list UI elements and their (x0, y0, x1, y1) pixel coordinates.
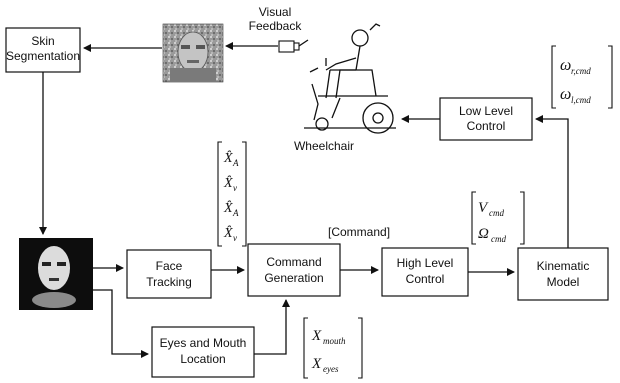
visual-feedback-line2: Feedback (249, 19, 303, 33)
state-x-hat-2: X̂ (223, 175, 233, 191)
arrow-kinematic-to-low (535, 115, 569, 248)
omega-l-symbol: ω (560, 86, 571, 103)
high-level-control-block: High Level Control (381, 247, 469, 297)
state-subscript-1: A (232, 158, 239, 168)
omega-cmd-subscript: cmd (491, 234, 506, 244)
state-x-hat-4: X̂ (223, 225, 233, 241)
face-tracking-line1: Face (156, 259, 183, 273)
state-subscript-3: A (232, 208, 239, 218)
omega-r-symbol: ω (560, 57, 571, 74)
eyes-mouth-location-line1: Eyes and Mouth (160, 336, 247, 350)
low-level-control-line1: Low Level (459, 104, 513, 118)
wheelchair-drawing: Wheelchair (294, 23, 396, 153)
v-cmd-subscript: cmd (489, 208, 504, 218)
arrow-segmented-to-eyes (93, 289, 149, 358)
x-eyes-symbol: X (311, 356, 322, 372)
connections (39, 42, 569, 358)
eyes-mouth-location-block: Eyes and Mouth Location (151, 326, 255, 378)
x-eyes-subscript: eyes (323, 364, 339, 374)
skin-segmentation-line1: Skin (31, 34, 54, 48)
state-subscript-4: v (233, 233, 237, 243)
command-label: [Command] (328, 225, 390, 239)
command-generation-line1: Command (266, 255, 321, 269)
omega-r-subscript: r,cmd (571, 66, 591, 76)
visual-feedback-line1: Visual (259, 5, 291, 19)
visual-feedback-camera: Visual Feedback (249, 5, 309, 53)
command-generation-line2: Generation (264, 271, 323, 285)
v-cmd-symbol: V (478, 200, 489, 216)
omega-cmd-symbol: Ω (478, 226, 489, 242)
high-level-control-line2: Control (406, 272, 445, 286)
command-generation-block: Command Generation (247, 243, 341, 297)
low-level-control-block: Low Level Control (439, 97, 533, 141)
kinematic-model-line2: Model (547, 275, 580, 289)
kinematic-model-block: Kinematic Model (517, 247, 609, 301)
kinematic-model-line1: Kinematic (537, 259, 590, 273)
wheel-speed-command-vector: ω r,cmd ω l,cmd (551, 45, 613, 109)
x-mouth-subscript: mouth (323, 336, 346, 346)
velocity-command-vector: V cmd Ω cmd (471, 191, 525, 245)
arrow-eyes-to-command (254, 299, 290, 355)
omega-l-subscript: l,cmd (571, 95, 591, 105)
high-level-control-line1: High Level (397, 256, 454, 270)
face-tracking-block: Face Tracking (126, 249, 212, 299)
x-mouth-symbol: X (311, 328, 322, 344)
state-x-hat-3: X̂ (223, 200, 233, 216)
state-x-hat-1: X̂ (223, 150, 233, 166)
segmented-face-image (19, 238, 93, 310)
low-level-control-line2: Control (467, 119, 506, 133)
face-state-vector: X̂ A X̂ v X̂ A X̂ v (217, 141, 247, 247)
skin-segmentation-line2: Segmentation (6, 49, 80, 63)
skin-segmentation-block: Skin Segmentation (5, 27, 81, 73)
state-subscript-2: v (233, 183, 237, 193)
eyes-mouth-location-line2: Location (180, 352, 225, 366)
camera-face-image (162, 23, 224, 83)
feature-location-vector: X mouth X eyes (303, 317, 363, 379)
face-tracking-line2: Tracking (146, 275, 192, 289)
wheelchair-label: Wheelchair (294, 139, 354, 153)
